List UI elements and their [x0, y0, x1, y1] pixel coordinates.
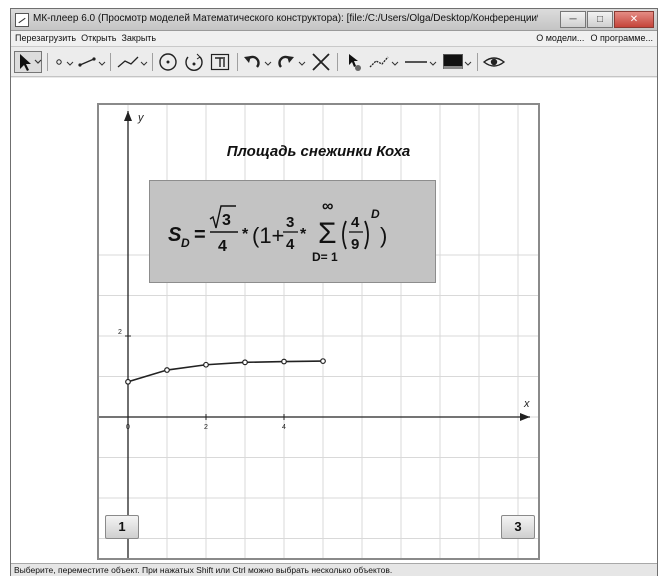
series-line: [127, 360, 324, 383]
formula-open: (1+: [252, 223, 284, 248]
x-tick-label: 2: [204, 424, 208, 431]
arc-tool-icon[interactable]: [183, 51, 205, 73]
model-canvas[interactable]: x y 0 2 4 2 Площадь снежинки Коха S D = 3 4 *…: [97, 103, 540, 560]
menu-bar: Перезагрузить Открыть Закрыть О модели..…: [11, 31, 657, 47]
prev-page-button[interactable]: 1: [105, 515, 139, 539]
visibility-icon[interactable]: [343, 51, 365, 73]
formula-frac-den: 4: [286, 236, 295, 253]
delete-icon[interactable]: [309, 51, 333, 73]
formula-exponent: D: [371, 207, 380, 221]
app-icon: [15, 13, 29, 27]
point-tool-icon[interactable]: [53, 51, 75, 73]
line-width-icon[interactable]: [403, 51, 439, 73]
toolbar: [11, 47, 657, 77]
circle-tool-icon[interactable]: [157, 51, 179, 73]
formula-sum-bottom: D= 1: [312, 250, 338, 264]
formula-frac-num: 3: [286, 214, 294, 231]
formula-equals: =: [194, 224, 206, 246]
x-tick-label: 4: [282, 424, 286, 431]
data-point: [242, 359, 248, 366]
y-axis-arrow: [124, 111, 132, 121]
formula-sum-sign: Σ: [318, 217, 337, 250]
formula-pow-num: 4: [351, 214, 360, 231]
polyline-tool-icon[interactable]: [115, 51, 149, 73]
formula-lhs: S: [168, 224, 182, 246]
undo-icon[interactable]: [241, 51, 275, 73]
data-point: [125, 378, 131, 385]
segment-tool-icon[interactable]: [77, 51, 107, 73]
formula-close: ): [380, 223, 387, 248]
x-tick-label: 0: [126, 424, 130, 431]
view-eye-icon[interactable]: [482, 51, 506, 73]
formula-pow-den: 9: [351, 236, 359, 253]
model-title: Площадь снежинки Коха: [226, 143, 411, 160]
x-axis-arrow: [520, 413, 530, 421]
y-tick-label: 2: [118, 329, 122, 336]
menu-about-model[interactable]: О модели...: [536, 33, 585, 43]
formula-times-2: *: [300, 226, 307, 243]
formula-root-den: 4: [218, 238, 227, 255]
chart-svg[interactable]: x y 0 2 4 2: [99, 105, 538, 558]
app-window: МК-плеер 6.0 (Просмотр моделей Математич…: [10, 8, 658, 576]
x-axis-label: x: [523, 398, 530, 410]
data-point: [281, 358, 287, 365]
formula-svg: S D = 3 4 * (1+ 3 4 * ∞: [168, 198, 387, 264]
y-axis-label: y: [137, 112, 145, 124]
menu-about-program[interactable]: О программе...: [590, 33, 653, 43]
menu-open[interactable]: Открыть: [81, 33, 117, 43]
formula-times-1: *: [242, 226, 249, 243]
maximize-button[interactable]: □: [587, 11, 613, 28]
redo-icon[interactable]: [275, 51, 309, 73]
title-bar[interactable]: МК-плеер 6.0 (Просмотр моделей Математич…: [11, 9, 657, 31]
menu-reload[interactable]: Перезагрузить: [15, 33, 77, 43]
line-style-icon[interactable]: [367, 51, 401, 73]
formula-lhs-sub: D: [181, 236, 190, 250]
text-tool-icon[interactable]: [209, 51, 231, 73]
formula-sum-top: ∞: [322, 198, 333, 215]
close-button[interactable]: ✕: [614, 11, 654, 28]
window-title: МК-плеер 6.0 (Просмотр моделей Математич…: [33, 13, 538, 24]
status-bar: Выберите, переместите объект. При нажаты…: [11, 563, 657, 576]
fill-color-icon[interactable]: [441, 51, 475, 73]
data-point: [203, 361, 209, 368]
formula-box: S D = 3 4 * (1+ 3 4 * ∞: [149, 180, 436, 283]
window-controls: ─ □ ✕: [560, 11, 654, 28]
select-arrow-icon[interactable]: [14, 51, 42, 73]
minimize-button[interactable]: ─: [560, 11, 586, 28]
next-page-button[interactable]: 3: [501, 515, 535, 539]
data-point: [164, 367, 170, 373]
data-point: [320, 358, 326, 365]
workspace: x y 0 2 4 2 Площадь снежинки Коха S D = 3 4 *…: [11, 78, 657, 563]
formula-root: 3: [222, 212, 231, 229]
menu-close[interactable]: Закрыть: [121, 33, 157, 43]
